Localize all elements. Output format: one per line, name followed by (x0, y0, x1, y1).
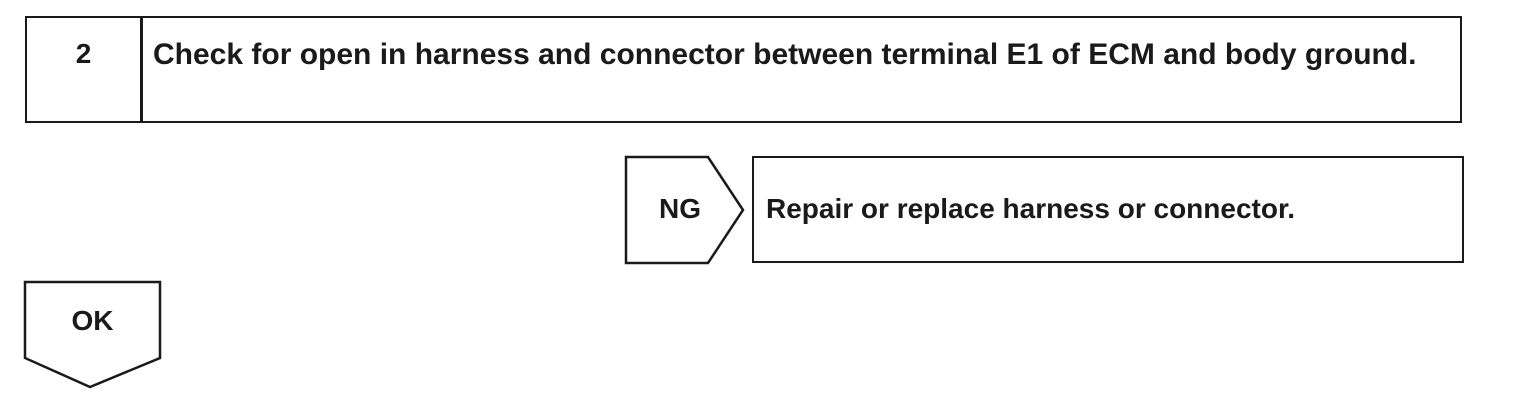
step-number: 2 (75, 38, 92, 69)
step-box: 2 Check for open in harness and connecto… (25, 16, 1462, 123)
step-description: Check for open in harness and connector … (153, 38, 1417, 71)
ng-action-box: Repair or replace harness or connector. (752, 156, 1464, 263)
step-divider (140, 18, 143, 121)
ng-label: NG (659, 193, 701, 224)
ng-arrow-shape (624, 155, 745, 265)
ok-label: OK (71, 305, 114, 336)
ng-action-text: Repair or replace harness or connector. (766, 193, 1296, 224)
ok-arrow-shape (23, 280, 162, 389)
